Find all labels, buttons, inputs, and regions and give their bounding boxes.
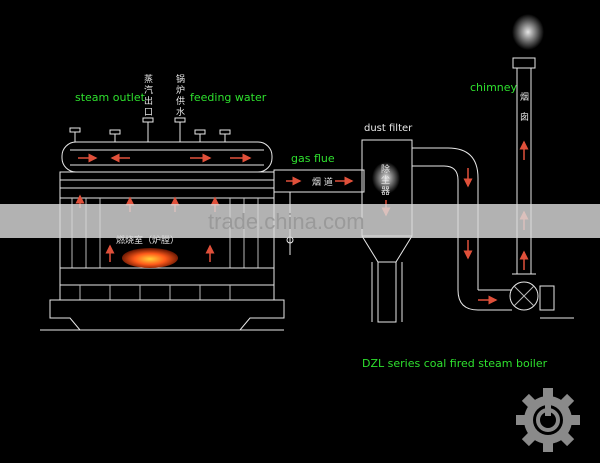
dust-filter (361, 139, 413, 323)
feeding-water-label: feeding water (190, 91, 267, 104)
gas-flue-cn-label: 烟 道 (312, 176, 333, 188)
svg-text:供: 供 (176, 95, 185, 107)
svg-text:出: 出 (144, 95, 153, 107)
dust-filter-cn-label: 除 尘 器 (381, 163, 390, 197)
svg-text:囱: 囱 (520, 111, 529, 123)
svg-text:烟: 烟 (520, 91, 529, 103)
svg-text:汽: 汽 (144, 84, 153, 96)
gear-logo-icon (516, 388, 580, 452)
chimney-label: chimney (470, 81, 518, 94)
chimney-cn-label: 烟 囱 (520, 91, 529, 123)
connecting-duct (412, 147, 512, 311)
svg-text:除: 除 (381, 163, 390, 175)
gas-flue-label: gas flue (291, 152, 335, 165)
svg-text:尘: 尘 (381, 175, 390, 186)
caption: DZL series coal fired steam boiler (362, 357, 548, 370)
steam-outlet-cn-label: 蒸 汽 出 口 (144, 73, 153, 118)
feeding-water-cn-label: 锅 炉 供 水 (176, 74, 185, 118)
svg-text:口: 口 (144, 108, 153, 118)
svg-text:器: 器 (381, 186, 390, 197)
dust-filter-label: dust filter (364, 123, 413, 134)
fan-icon (509, 281, 574, 319)
steam-outlet-label: steam outlet (75, 91, 146, 104)
furnace-fire (122, 248, 178, 268)
svg-text:水: 水 (176, 106, 185, 118)
watermark-band (0, 204, 600, 238)
svg-text:锅: 锅 (176, 74, 185, 85)
watermark-text: trade.china.com (208, 209, 365, 234)
svg-text:蒸: 蒸 (144, 73, 153, 85)
smoke-icon (512, 14, 544, 50)
svg-text:炉: 炉 (176, 84, 185, 96)
